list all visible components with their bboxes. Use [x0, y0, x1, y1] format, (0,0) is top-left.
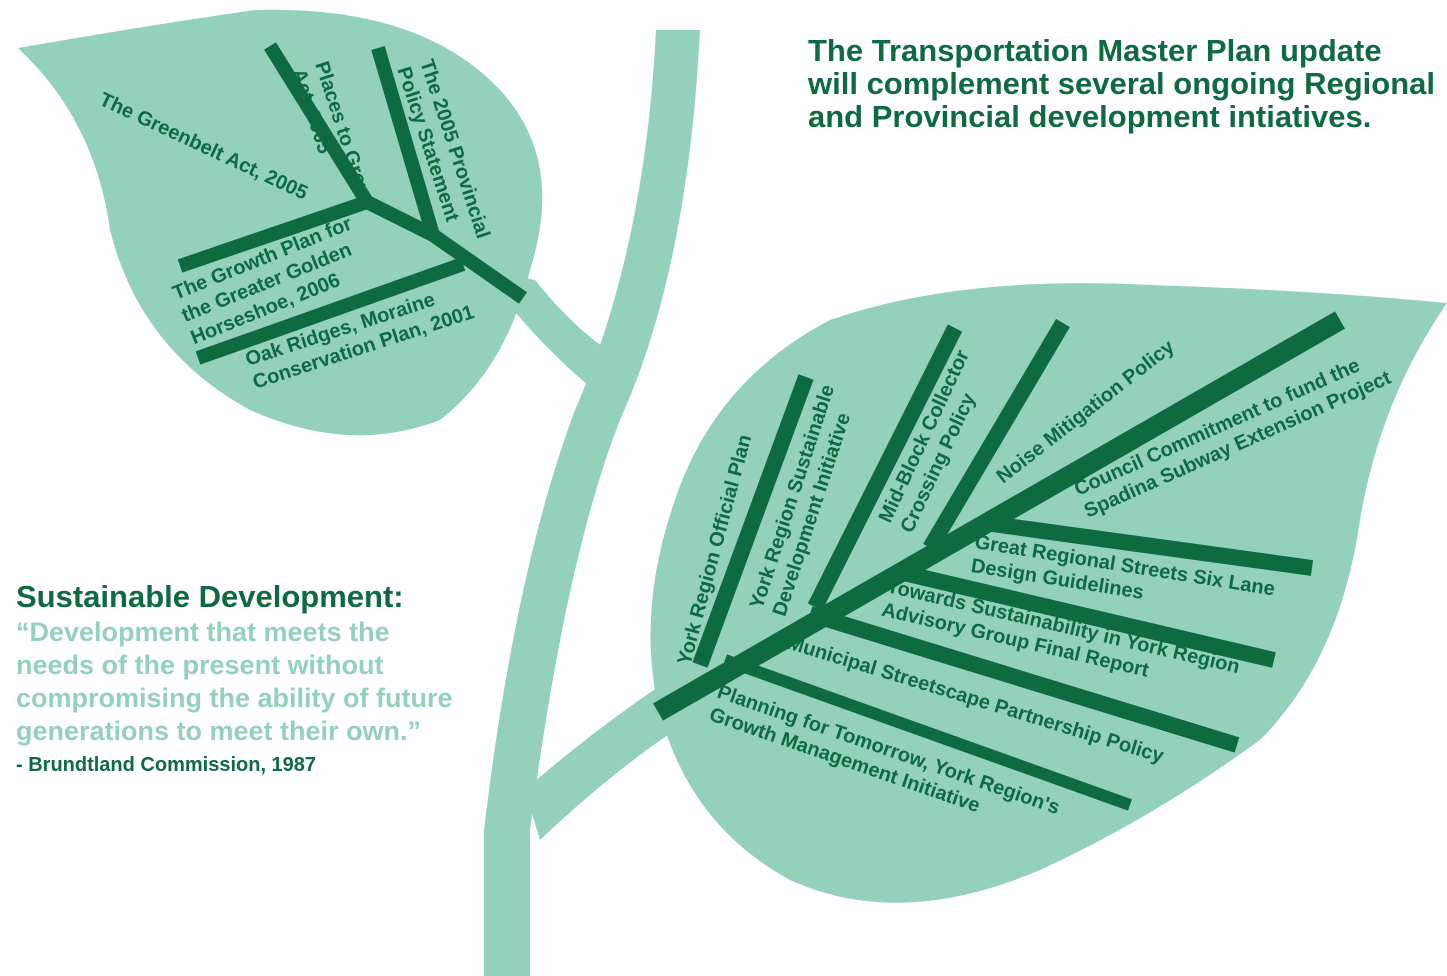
plant-stem	[484, 30, 700, 976]
large-leaf-vein-streets	[983, 515, 1314, 576]
large-leaf-midrib	[653, 311, 1345, 721]
small-leaf-veins	[177, 42, 528, 365]
small-leaf-petiole	[505, 275, 615, 395]
small-leaf-vein-greenbelt	[264, 42, 373, 206]
sustainable-development-quote: Sustainable Development: “Development th…	[16, 580, 456, 778]
quote-text: “Development that meets the needs of the…	[16, 617, 453, 746]
small-leaf	[18, 9, 543, 436]
large-leaf	[650, 283, 1447, 903]
large-leaf-vein-planning	[722, 654, 1133, 811]
large-leaf-vein-streetscape	[807, 606, 1240, 753]
quote-source: - Brundtland Commission, 1987	[16, 754, 317, 776]
small-leaf-vein-junction	[363, 195, 437, 242]
large-leaf-vein-midblock	[923, 318, 1070, 553]
small-leaf-vein-oak	[195, 257, 466, 365]
large-leaf-veins	[653, 311, 1345, 811]
large-leaf-vein-official-plan	[692, 374, 814, 668]
large-leaf-vein-sustainable	[807, 324, 963, 611]
headline: The Transportation Master Plan update wi…	[808, 33, 1436, 134]
quote-title: Sustainable Development:	[16, 579, 404, 614]
large-leaf-vein-towards	[893, 563, 1276, 668]
small-leaf-vein-growth	[177, 195, 370, 273]
